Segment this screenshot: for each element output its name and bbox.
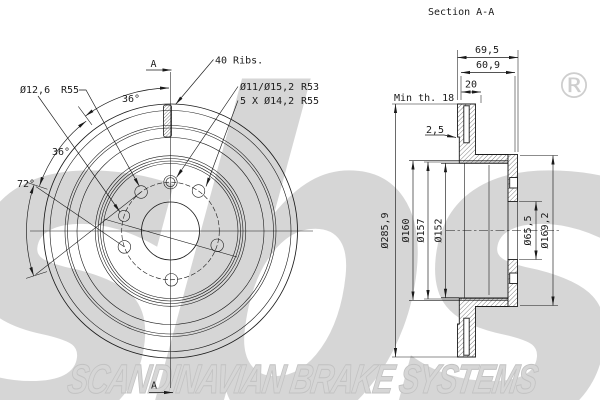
bolt-circle-radius-label: R55 xyxy=(301,96,319,107)
overall-width-label: 69,5 xyxy=(475,45,499,56)
disc-circles xyxy=(43,103,298,359)
angle-72-label: 72° xyxy=(17,179,35,190)
angle-36-left-label: 36° xyxy=(52,147,70,158)
leader-lines xyxy=(37,59,239,213)
extension-lines xyxy=(392,50,558,358)
section-view: Section A-A xyxy=(379,7,560,358)
front-view: A A Ø12,6 R55 36° 36° 72° 40 Ribs. Ø11/Ø… xyxy=(17,56,319,395)
center-bore-label: Ø65,5 xyxy=(522,215,534,245)
pin-hole-label: Ø11/Ø15,2 xyxy=(240,81,294,93)
pilot-hole-radius-label: R55 xyxy=(61,85,79,96)
pilot-hole-diameter-label: Ø12,6 xyxy=(20,84,50,96)
hub-width-label: 20 xyxy=(465,80,477,91)
pin-hole-radius-label: R53 xyxy=(301,82,319,93)
hat-diameter-label: Ø169,2 xyxy=(539,212,551,248)
section-title: Section A-A xyxy=(428,7,494,18)
outer-diameter-label: Ø285,9 xyxy=(379,212,391,248)
drum-mid-label: Ø157 xyxy=(415,218,427,242)
ribs-note-label: 40 Ribs. xyxy=(215,56,263,67)
registered-trademark-icon: ® xyxy=(556,66,592,107)
section-letter-top: A xyxy=(151,59,157,70)
section-marker-bottom: A xyxy=(149,381,173,395)
angle-dimensions xyxy=(26,86,170,279)
section-letter-bottom: A xyxy=(151,381,157,392)
dimension-lines xyxy=(393,55,555,357)
vent-rib-slot xyxy=(163,104,172,138)
bolt-holes-label: 5 X Ø14,2 xyxy=(240,95,294,107)
angle-36-top-label: 36° xyxy=(122,94,140,105)
section-labels: 69,5 60,9 20 Min th. 18 2,5 Ø285,9 Ø160 … xyxy=(379,45,551,249)
front-view-labels: Ø12,6 R55 36° 36° 72° 40 Ribs. Ø11/Ø15,2… xyxy=(17,56,319,191)
hat-depth-label: 60,9 xyxy=(476,60,500,71)
bolt-holes xyxy=(117,184,224,287)
drum-inner-label: Ø152 xyxy=(433,218,445,242)
section-geometry xyxy=(457,103,518,358)
pilot-hole xyxy=(118,209,130,222)
min-thickness-label: Min th. 18 xyxy=(394,93,454,104)
section-marker-top: A xyxy=(146,59,172,72)
drum-outer-label: Ø160 xyxy=(400,218,412,242)
step-label: 2,5 xyxy=(426,125,444,136)
pin-hole xyxy=(163,175,178,190)
